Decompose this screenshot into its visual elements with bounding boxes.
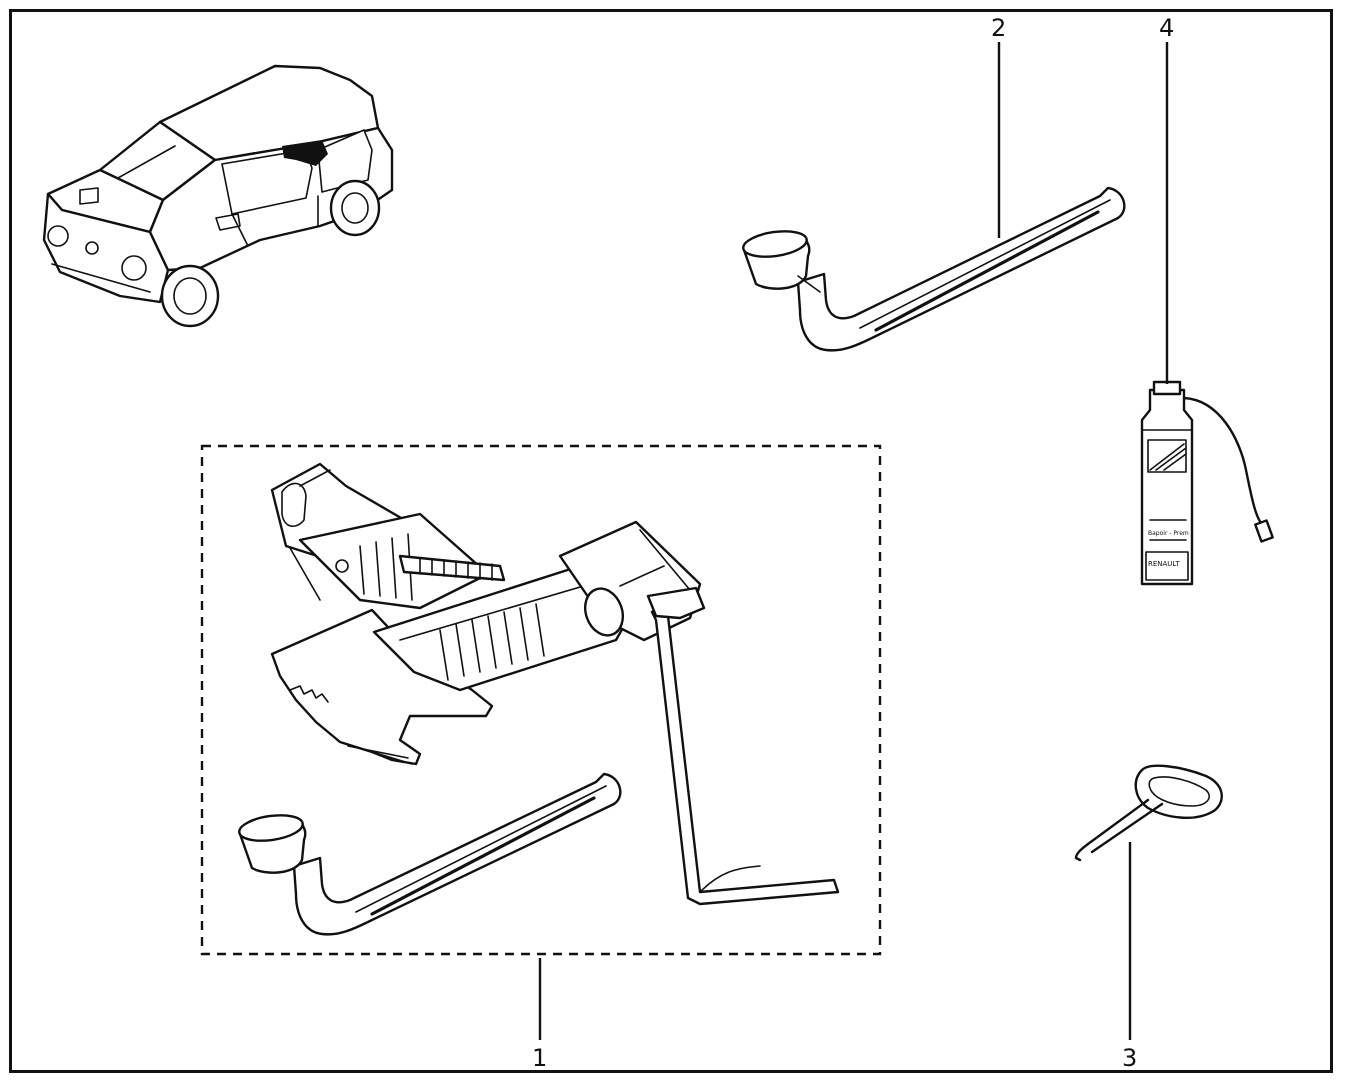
diagram-frame [9, 9, 1333, 1073]
callout-1: 1 [532, 1044, 548, 1072]
callout-2: 2 [991, 14, 1007, 42]
can-brand-text: RENAULT [1148, 560, 1180, 568]
car-illustration [42, 64, 394, 328]
spray-can-illustration: Bapoir - Prem RENAULT [1140, 380, 1274, 586]
can-label-text: Bapoir - Prem [1148, 530, 1189, 537]
jack-illustration [270, 462, 840, 906]
hook-tool-illustration [1074, 764, 1223, 862]
kit-wheel-brace-illustration [238, 772, 622, 936]
callout-3: 3 [1122, 1044, 1138, 1072]
callout-4: 4 [1159, 14, 1175, 42]
kit-dashed-box [200, 444, 882, 956]
wheel-brace-illustration [742, 186, 1126, 352]
